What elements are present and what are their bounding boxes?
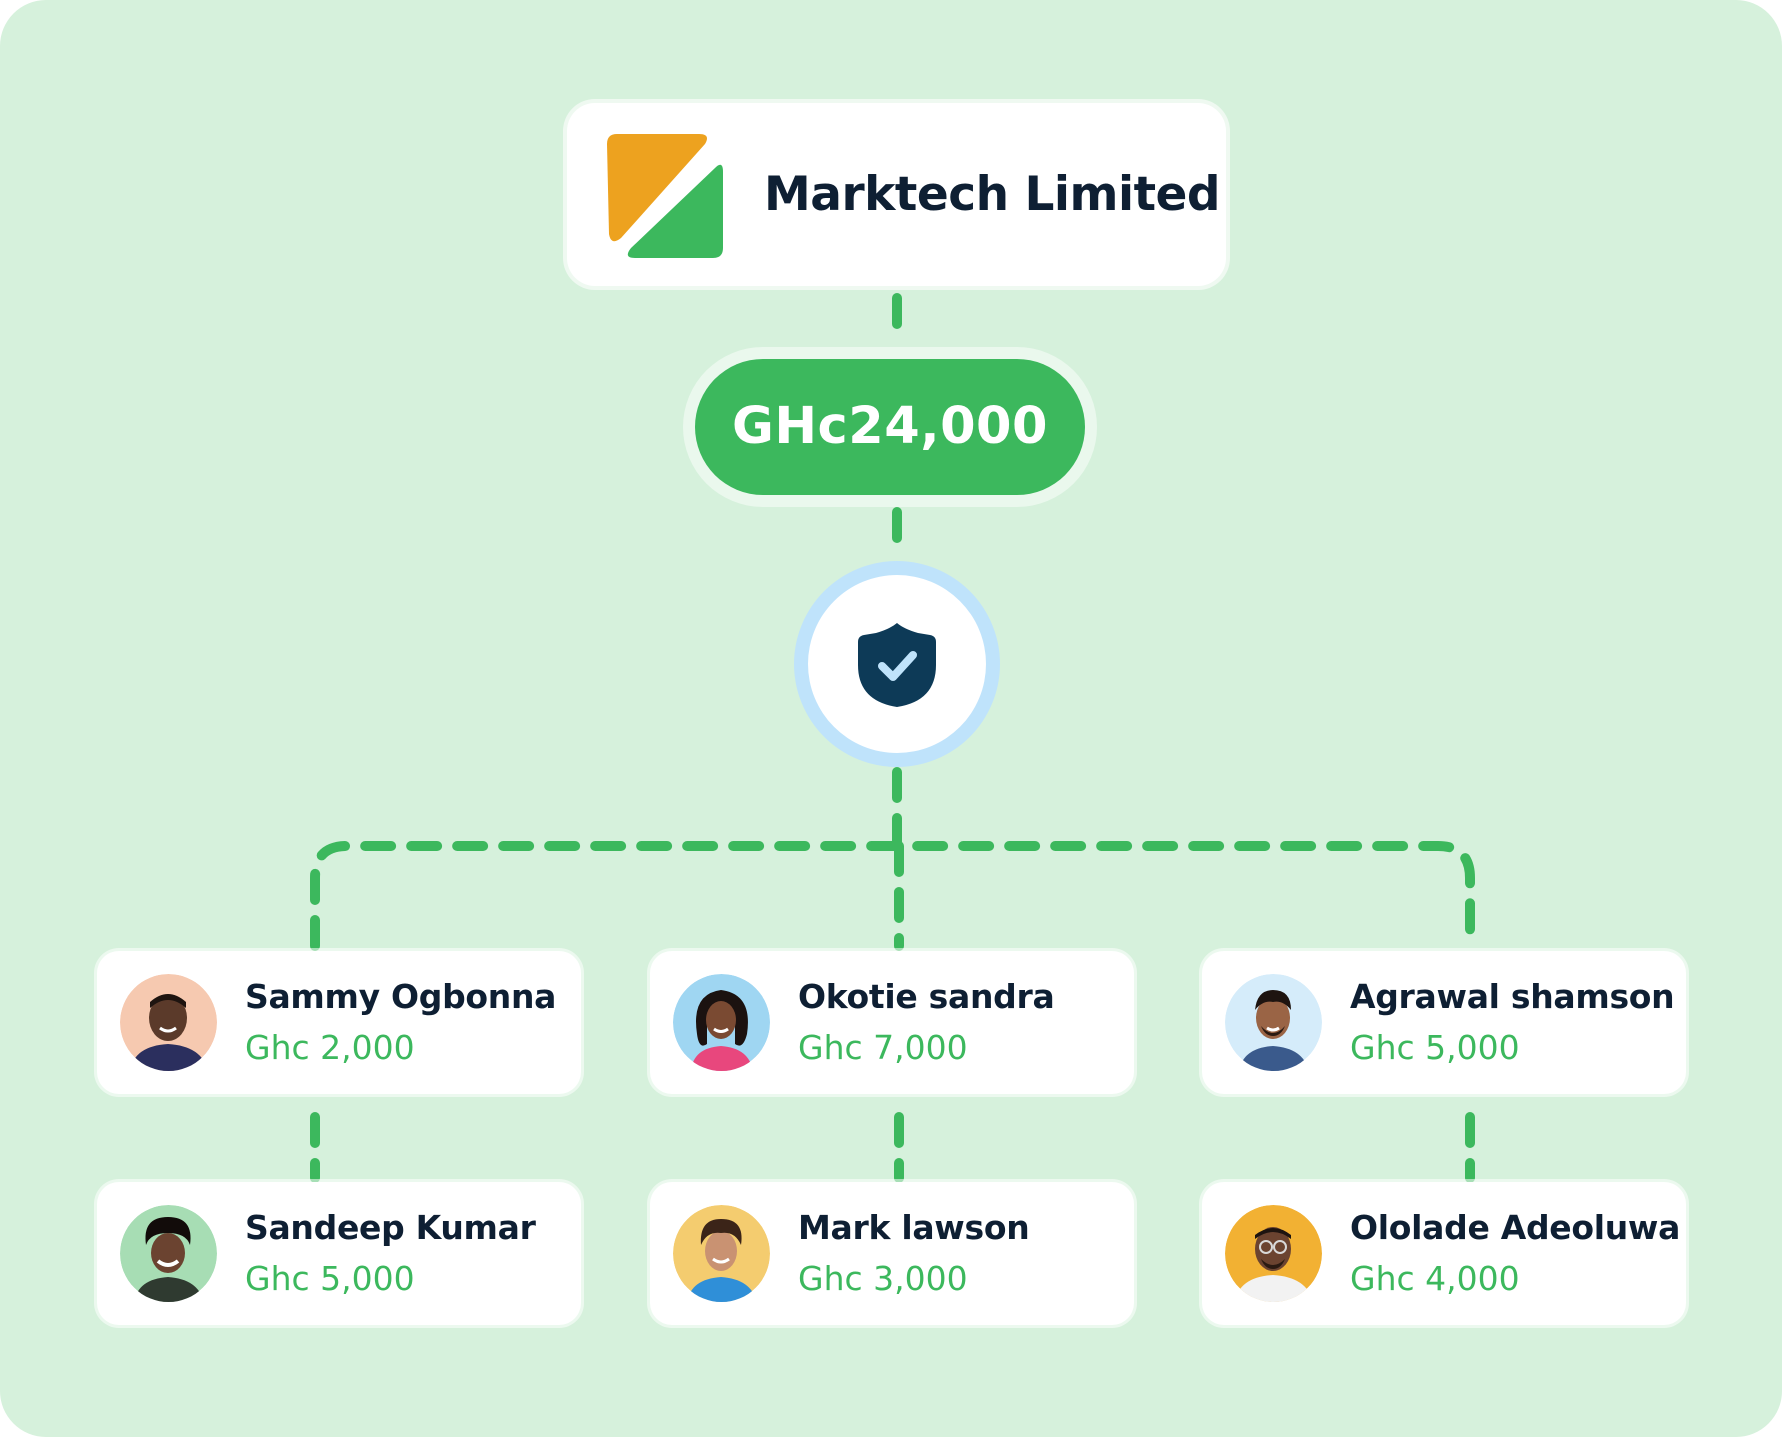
avatar (1225, 1205, 1322, 1302)
person-avatar-icon (1225, 1205, 1322, 1302)
connector-branch-horizontal (310, 841, 1475, 951)
avatar (120, 1205, 217, 1302)
recipient-card: Sandeep Kumar Ghc 5,000 (97, 1182, 581, 1325)
recipient-card: Ololade Adeoluwa Ghc 4,000 (1202, 1182, 1686, 1325)
recipient-name: Agrawal shamson (1350, 977, 1675, 1016)
recipient-card: Sammy Ogbonna Ghc 2,000 (97, 951, 581, 1094)
recipient-name: Mark lawson (798, 1208, 1030, 1247)
marktech-logo-icon (607, 134, 723, 258)
recipient-card: Agrawal shamson Ghc 5,000 (1202, 951, 1686, 1094)
recipient-amount: Ghc 3,000 (798, 1259, 968, 1298)
company-name: Marktech Limited (764, 167, 1221, 222)
recipient-name: Sandeep Kumar (245, 1208, 536, 1247)
verification-badge-inner (808, 575, 986, 753)
company-card: Marktech Limited (567, 103, 1226, 286)
recipient-card: Mark lawson Ghc 3,000 (650, 1182, 1134, 1325)
person-avatar-icon (120, 974, 217, 1071)
recipient-amount: Ghc 5,000 (245, 1259, 415, 1298)
person-avatar-icon (1225, 974, 1322, 1071)
recipient-amount: Ghc 4,000 (1350, 1259, 1520, 1298)
recipient-name: Ololade Adeoluwa (1350, 1208, 1681, 1247)
avatar (120, 974, 217, 1071)
total-amount: GHc24,000 (695, 359, 1085, 495)
recipient-card: Okotie sandra Ghc 7,000 (650, 951, 1134, 1094)
recipient-name: Okotie sandra (798, 977, 1055, 1016)
person-avatar-icon (673, 974, 770, 1071)
recipient-name: Sammy Ogbonna (245, 977, 557, 1016)
total-amount-pill: GHc24,000 (683, 347, 1097, 507)
recipient-amount: Ghc 7,000 (798, 1028, 968, 1067)
recipient-amount: Ghc 2,000 (245, 1028, 415, 1067)
avatar (1225, 974, 1322, 1071)
verification-badge (794, 561, 1000, 767)
person-avatar-icon (673, 1205, 770, 1302)
recipient-amount: Ghc 5,000 (1350, 1028, 1520, 1067)
avatar (673, 974, 770, 1071)
shield-check-icon (858, 623, 936, 707)
person-avatar-icon (120, 1205, 217, 1302)
avatar (673, 1205, 770, 1302)
